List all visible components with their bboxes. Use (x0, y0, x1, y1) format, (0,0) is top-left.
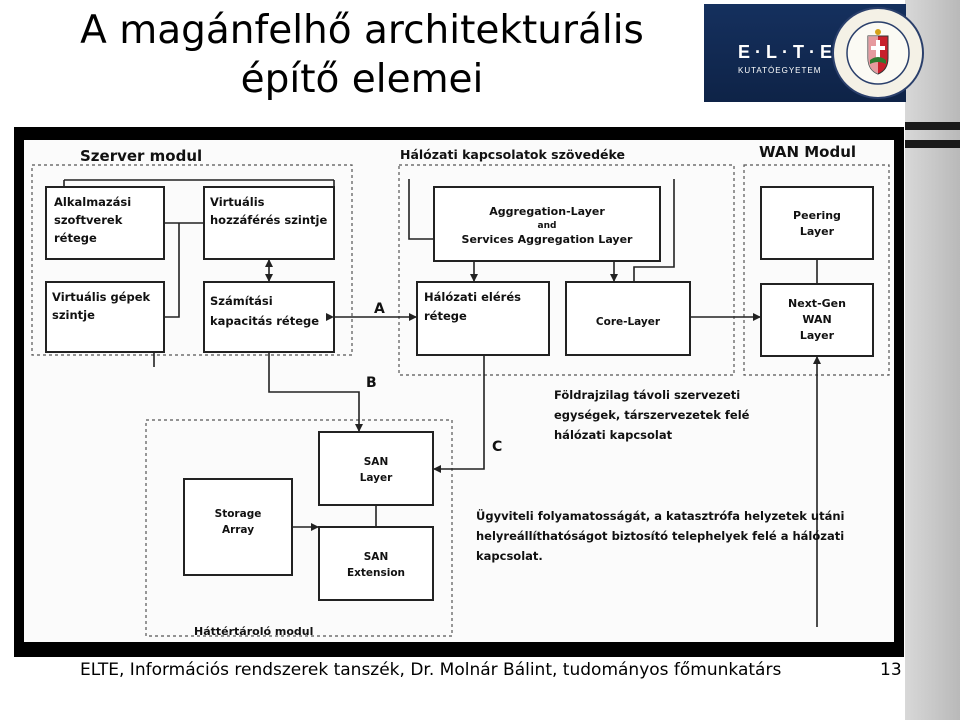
svg-text:Hálózati kapcsolatok szövedéke: Hálózati kapcsolatok szövedéke (400, 147, 625, 162)
architecture-diagram: Szerver modul Hálózati kapcsolatok szöve… (24, 140, 894, 642)
group-label-wan: WAN Modul (759, 143, 856, 161)
box-aggregation-line2: and (538, 221, 557, 231)
box-storage-array-line2: Array (222, 524, 254, 536)
box-san-line1: SAN (364, 456, 388, 468)
box-nextgen-wan-line2: WAN (802, 313, 831, 326)
slide-title: A magánfelhő architekturális építő eleme… (22, 6, 702, 104)
group-label-network: Hálózati kapcsolatok szövedéke (400, 147, 625, 162)
box-network-access-line1: Hálózati elérés (424, 290, 521, 304)
logo-subtitle: KUTATÓEGYETEM (738, 66, 822, 75)
wan-note-line1: Földrajzilag távoli szervezeti (554, 388, 740, 402)
decor-stripe (905, 122, 960, 130)
box-san-extension-line2: Extension (347, 567, 405, 579)
page-number: 13 (880, 660, 902, 680)
box-compute-line2: kapacitás rétege (210, 314, 319, 328)
slide-title-line1: A magánfelhő architekturális (80, 8, 644, 53)
link-label-c: C (492, 439, 502, 455)
box-peering-line1: Peering (793, 209, 841, 222)
svg-text:Szerver modul: Szerver modul (80, 147, 202, 165)
link-label-a: A (374, 301, 385, 317)
box-virtual-access-line2: hozzáférés szintje (210, 213, 327, 227)
box-san-line2: Layer (360, 472, 393, 484)
university-seal-icon (832, 7, 924, 99)
box-nextgen-wan-line1: Next-Gen (788, 297, 846, 310)
slide-title-line2: építő elemei (240, 57, 484, 102)
slide-footer: ELTE, Információs rendszerek tanszék, Dr… (80, 660, 782, 680)
box-nextgen-wan-line3: Layer (800, 329, 835, 342)
storage-note-line1: Ügyviteli folyamatosságát, a katasztrófa… (476, 508, 845, 523)
group-label-storage: Háttértároló modul (194, 625, 313, 638)
wan-note-line3: hálózati kapcsolat (554, 428, 673, 442)
group-label-server: Szerver modul (80, 147, 202, 165)
box-app-layer-line3: rétege (54, 231, 97, 245)
storage-note-line2: helyreállíthatóságot biztosító telephely… (476, 529, 844, 543)
box-virtual-machines-line2: szintje (52, 308, 95, 322)
logo-wordmark: E·L·T·E (738, 42, 837, 62)
box-app-layer-line1: Alkalmazási (54, 195, 131, 209)
storage-note-line3: kapcsolat. (476, 549, 543, 563)
box-app-layer-line2: szoftverek (54, 213, 123, 227)
box-san-extension-line1: SAN (364, 551, 388, 563)
box-virtual-machines-line1: Virtuális gépek (52, 290, 151, 304)
box-storage-array-line1: Storage (215, 508, 262, 520)
box-core-label: Core-Layer (596, 316, 661, 328)
svg-text:Háttértároló modul: Háttértároló modul (194, 625, 313, 638)
wan-note-line2: egységek, társzervezetek felé (554, 408, 750, 422)
link-label-b: B (366, 375, 377, 391)
box-virtual-access-line1: Virtuális (210, 195, 265, 209)
box-network-access-line2: rétege (424, 309, 467, 323)
elte-logo: E·L·T·E KUTATÓEGYETEM (704, 4, 924, 102)
box-aggregation-line1: Aggregation-Layer (489, 205, 605, 218)
decor-stripe (905, 140, 960, 148)
box-aggregation-line3: Services Aggregation Layer (462, 233, 634, 246)
box-peering-line2: Layer (800, 225, 835, 238)
box-compute-line1: Számítási (210, 294, 273, 308)
architecture-diagram-figure: Szerver modul Hálózati kapcsolatok szöve… (14, 127, 904, 657)
svg-text:WAN Modul: WAN Modul (759, 143, 856, 161)
slide-decor-band (905, 0, 960, 720)
